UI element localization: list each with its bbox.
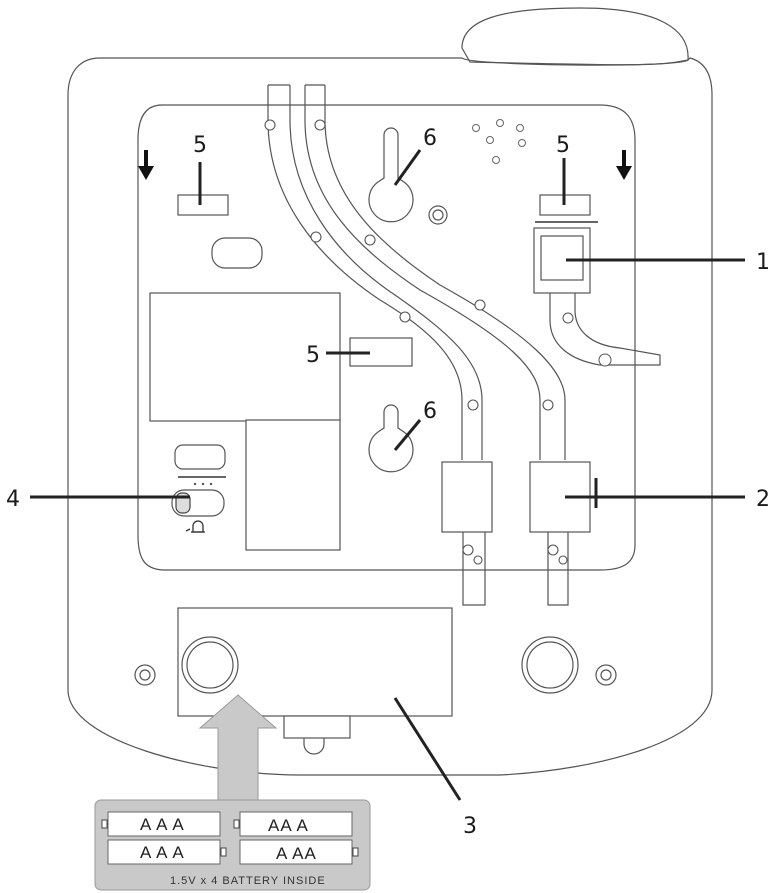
switch-cover xyxy=(174,444,226,470)
callout-1: 1 xyxy=(756,250,770,275)
rubber-foot-tab-center xyxy=(349,337,413,367)
down-arrow-icon-right xyxy=(616,150,632,180)
callout-6-top: 6 xyxy=(423,126,437,151)
down-arrow-icon-left xyxy=(138,150,154,180)
battery-cell-3 xyxy=(107,839,227,865)
battery-cell-4 xyxy=(239,839,359,865)
battery-cell-2 xyxy=(233,811,353,837)
battery-cell-1-label: A A A xyxy=(140,815,185,834)
battery-caption: 1.5V x 4 BATTERY INSIDE xyxy=(170,875,326,887)
screw-bottom-left xyxy=(134,664,156,686)
cord-exits xyxy=(462,532,569,606)
keyhole-slot-bottom xyxy=(368,404,414,473)
speaker-holes xyxy=(472,119,526,164)
battery-cell-4-label: A AA xyxy=(276,844,317,863)
keyhole-slot-top xyxy=(368,127,414,223)
ringer-switch xyxy=(171,482,225,517)
bell-icon xyxy=(185,520,205,533)
callout-5-center: 5 xyxy=(306,343,320,368)
label-panel-lower xyxy=(245,419,341,551)
label-panel-upper xyxy=(149,292,341,422)
foot-circle-left xyxy=(181,636,239,694)
battery-cell-1 xyxy=(101,811,221,837)
callout-6-bottom: 6 xyxy=(423,399,437,424)
screw-bottom-right xyxy=(595,664,617,686)
callout-4: 4 xyxy=(6,487,20,512)
leader-lines xyxy=(30,149,745,801)
battery-compartment xyxy=(177,607,453,717)
phone-body-outline xyxy=(67,57,713,776)
battery-cell-2-label: AA A xyxy=(268,816,309,835)
callout-3: 3 xyxy=(463,814,477,839)
jack-line-left xyxy=(441,461,493,533)
inner-panel-outline xyxy=(137,104,636,571)
rubber-foot-tab-left xyxy=(177,194,229,216)
battery-latch xyxy=(283,715,351,739)
callout-2: 2 xyxy=(756,487,770,512)
handset-cradle xyxy=(461,7,689,66)
foot-circle-right xyxy=(521,636,579,694)
oval-slot xyxy=(211,237,263,269)
callout-5-right: 5 xyxy=(556,133,570,158)
cord-channels xyxy=(267,84,566,460)
screw-top xyxy=(428,205,448,225)
channel-notches xyxy=(264,119,554,411)
callout-5-left: 5 xyxy=(193,133,207,158)
handset-jack xyxy=(533,227,661,367)
battery-cell-3-label: A A A xyxy=(140,843,185,862)
